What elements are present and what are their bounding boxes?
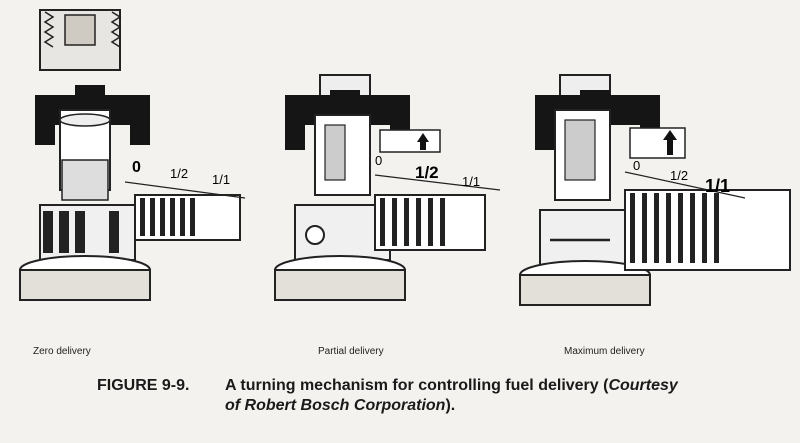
scale-full: 1/1 — [462, 174, 480, 189]
figure-text: A turning mechanism for controlling fuel… — [225, 377, 609, 394]
figure-number: FIGURE 9-9. — [97, 377, 190, 394]
scale-full: 1/1 — [212, 172, 230, 187]
panel-caption-zero: Zero delivery — [33, 346, 91, 357]
scale-zero: 0 — [633, 158, 640, 173]
up-arrow-icon — [417, 133, 429, 150]
figure-end: ). — [445, 397, 456, 414]
scale-zero: 0 — [132, 159, 141, 176]
figure-courtesy: Courtesy — [608, 377, 678, 394]
partial-delivery-illustration: 0 1/2 1/1 — [255, 0, 510, 330]
scale-full: 1/1 — [705, 176, 730, 196]
maximum-delivery-illustration: 0 1/2 1/1 — [510, 0, 800, 330]
figure-courtesy-source: of Robert Bosch Corporation — [225, 397, 446, 414]
scale-half: 1/2 — [670, 168, 688, 183]
figure-caption: FIGURE 9-9. A turning mechanism for contr… — [97, 376, 787, 416]
panel-caption-maximum: Maximum delivery — [564, 346, 645, 357]
scale-half: 1/2 — [415, 163, 439, 182]
up-arrow-icon — [663, 130, 677, 155]
zero-delivery-illustration: 0 1/2 1/1 — [0, 0, 250, 330]
panel-caption-partial: Partial delivery — [318, 346, 384, 357]
scale-half: 1/2 — [170, 166, 188, 181]
scale-zero: 0 — [375, 153, 382, 168]
